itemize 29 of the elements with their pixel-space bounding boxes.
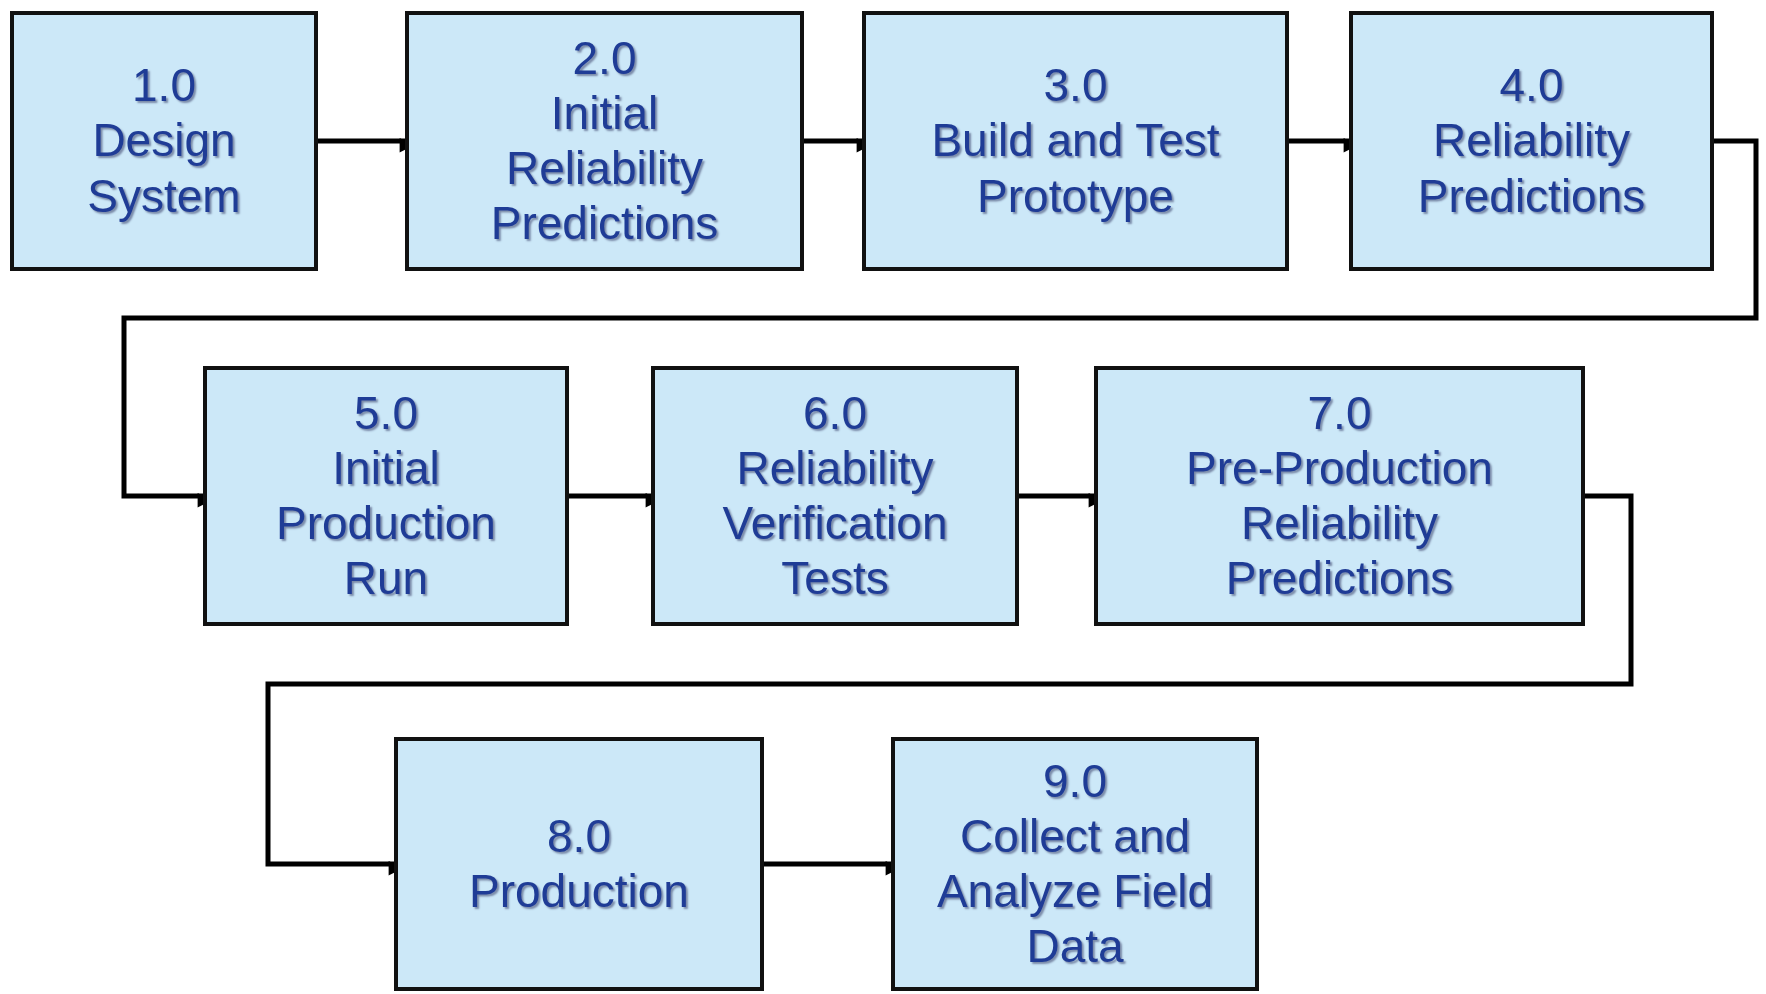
step-label: Initial Reliability Predictions — [489, 85, 720, 252]
step-label: Collect and Analyze Field Data — [935, 808, 1215, 975]
step-label: 2.0 — [572, 30, 637, 86]
process-box — [405, 11, 804, 271]
step-label: Design System — [86, 113, 242, 224]
process-box — [651, 366, 1019, 626]
process-box — [862, 11, 1289, 271]
process-box — [394, 737, 764, 991]
step-label: Pre-Production Reliability Predictions — [1185, 440, 1494, 607]
process-box — [1349, 11, 1714, 271]
arrow — [121, 138, 1759, 508]
step-label: 9.0 — [1043, 753, 1107, 809]
step-label: 4.0 — [1499, 58, 1564, 114]
step-label: 1.0 — [132, 58, 196, 114]
step-label: 7.0 — [1307, 385, 1372, 441]
step-label: Reliability Verification Tests — [721, 440, 949, 607]
step-label: 6.0 — [803, 385, 867, 441]
step-label: 3.0 — [1043, 58, 1108, 114]
process-box — [1094, 366, 1585, 626]
step-label: Build and Test Prototype — [930, 113, 1221, 224]
step-label: Initial Production Run — [275, 440, 497, 607]
step-label: 5.0 — [354, 385, 418, 441]
arrow — [265, 493, 1634, 876]
step-label: Reliability Predictions — [1416, 113, 1647, 224]
process-box — [891, 737, 1259, 991]
process-box — [203, 366, 569, 626]
step-label: Production — [469, 864, 689, 919]
process-box — [10, 11, 318, 271]
step-label: 8.0 — [547, 808, 611, 864]
